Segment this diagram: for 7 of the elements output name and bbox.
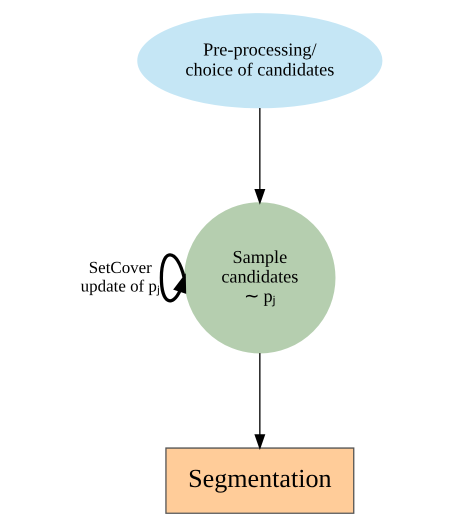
node-box: Segmentation [165, 447, 354, 514]
node-circle: Sample candidates ∼ pⱼ [184, 202, 336, 354]
edge-label: SetCover update of pⱼ [80, 258, 160, 296]
arrow [254, 353, 266, 450]
arrow [160, 253, 186, 302]
node-ellipse: Pre-processing/ choice of candidates [137, 13, 382, 108]
arrow [254, 108, 266, 205]
